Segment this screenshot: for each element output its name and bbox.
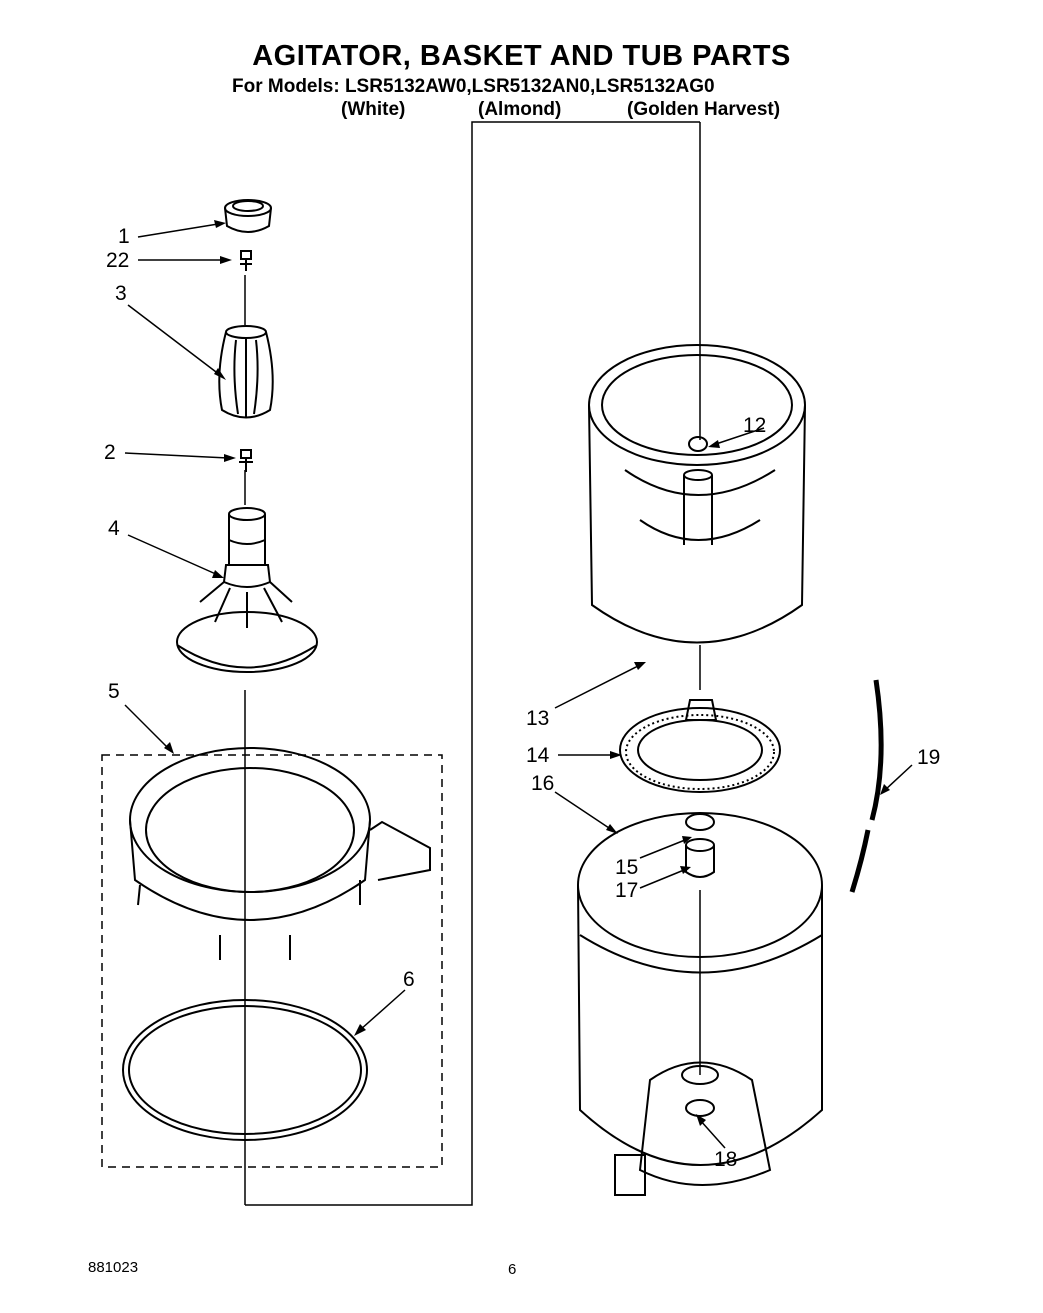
bolt	[240, 250, 252, 271]
callout-13: 13	[526, 707, 550, 730]
callout-14: 14	[526, 744, 550, 767]
callout-16: 16	[531, 772, 555, 795]
page-title: AGITATOR, BASKET AND TUB PARTS	[252, 40, 791, 72]
callout-12: 12	[743, 414, 767, 437]
footer-code: 881023	[88, 1259, 139, 1276]
agitator-base	[176, 507, 318, 673]
bolt	[239, 449, 253, 472]
callout-15: 15	[615, 856, 639, 879]
callout-6: 6	[403, 968, 415, 991]
page-number: 6	[508, 1261, 517, 1278]
drive-ring	[619, 699, 781, 793]
color-white: (White)	[341, 99, 406, 120]
callout-1: 1	[118, 225, 130, 248]
kit-boundary	[101, 754, 443, 1168]
wash-basket	[588, 344, 806, 644]
tub-seal	[122, 999, 368, 1141]
callout-19: 19	[917, 746, 941, 769]
agitator-cap	[224, 199, 272, 233]
hose	[849, 679, 884, 893]
color-almond: (Almond)	[478, 99, 562, 120]
assembly-line	[245, 121, 700, 1206]
callout-4: 4	[108, 517, 120, 540]
callout-2: 2	[104, 441, 116, 464]
callout-3: 3	[115, 282, 127, 305]
spanner-nut	[685, 838, 715, 878]
snap-ring	[685, 813, 715, 831]
tub-ring	[129, 747, 431, 960]
outer-tub	[577, 812, 823, 1196]
callout-5: 5	[108, 680, 120, 703]
color-golden-harvest: (Golden Harvest)	[627, 99, 781, 120]
models-subtitle: For Models: LSR5132AW0,LSR5132AN0,LSR513…	[232, 76, 715, 97]
callout-17: 17	[615, 879, 639, 902]
agitator-barrel	[218, 325, 274, 419]
callout-18: 18	[714, 1148, 738, 1171]
callout-22: 22	[106, 249, 130, 272]
